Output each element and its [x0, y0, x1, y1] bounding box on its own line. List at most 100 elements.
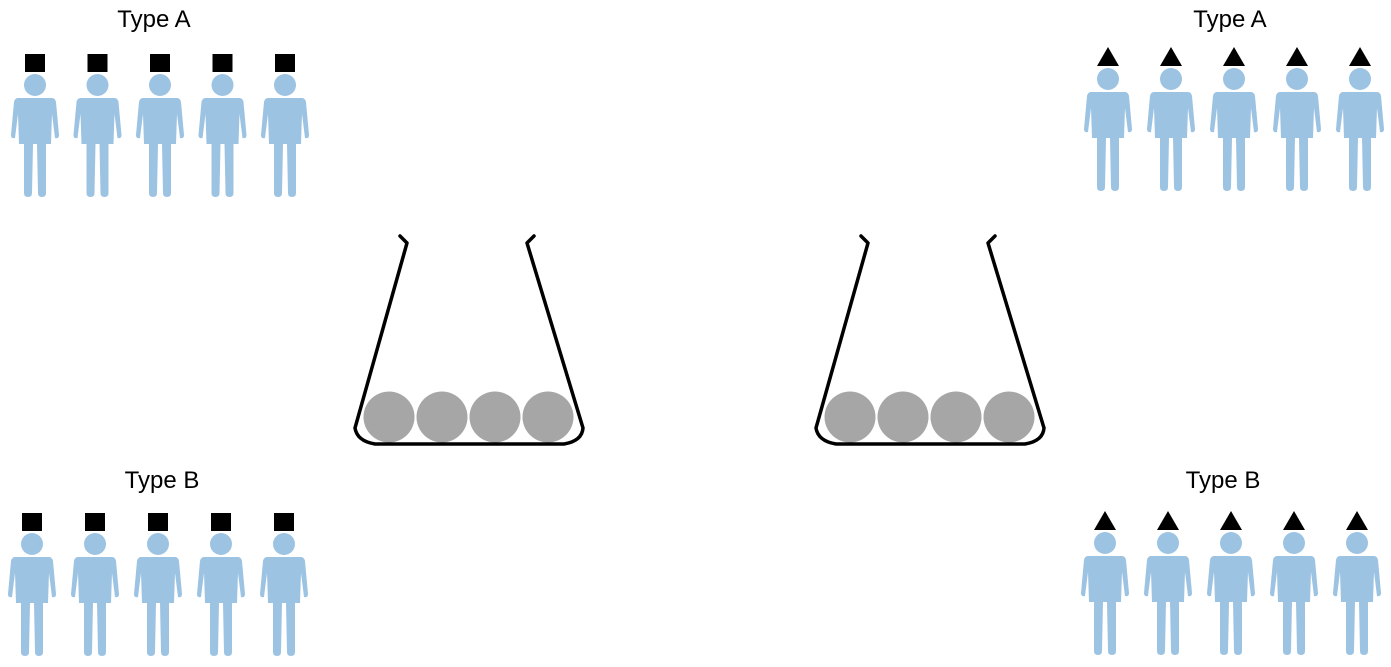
- person-head: [211, 74, 234, 96]
- person-figure: [260, 513, 308, 656]
- person-body: [136, 98, 184, 197]
- triangle-marker: [1160, 47, 1182, 66]
- triangle-marker: [1223, 47, 1245, 66]
- person-figure: [134, 513, 182, 656]
- person-body: [134, 557, 182, 656]
- square-marker: [150, 54, 170, 72]
- person-figure: [73, 54, 122, 197]
- person-figure: [1336, 47, 1384, 191]
- person-body: [198, 98, 247, 197]
- group-type-a-square: [11, 54, 309, 197]
- people-layer: [8, 47, 1384, 656]
- person-body: [1333, 556, 1381, 655]
- group-type-a-triangle: [1084, 47, 1384, 191]
- person-head: [1286, 68, 1308, 90]
- ball: [363, 391, 415, 443]
- person-head: [274, 74, 296, 96]
- square-marker: [275, 54, 295, 72]
- square-marker: [148, 513, 168, 531]
- person-figure: [1147, 47, 1195, 191]
- ball: [824, 391, 876, 443]
- beaker-left: [353, 234, 585, 446]
- person-body: [197, 557, 245, 656]
- group-label-top-left: Type A: [117, 6, 191, 33]
- beaker-layer: [353, 234, 1046, 446]
- person-body: [11, 98, 59, 197]
- group-type-b-triangle: [1081, 511, 1381, 655]
- person-body: [1147, 92, 1195, 191]
- person-head: [273, 533, 295, 555]
- triangle-marker: [1346, 511, 1368, 530]
- triangle-marker: [1286, 47, 1308, 66]
- ball: [522, 391, 574, 443]
- person-head: [1094, 532, 1116, 554]
- person-body: [1270, 556, 1318, 655]
- person-figure: [1210, 47, 1258, 191]
- ball: [930, 391, 982, 443]
- beaker-right: [814, 234, 1046, 446]
- person-head: [24, 74, 46, 96]
- person-figure: [1081, 511, 1129, 655]
- square-marker: [25, 54, 45, 72]
- person-head: [1220, 532, 1242, 554]
- person-head: [1097, 68, 1119, 90]
- person-body: [8, 557, 56, 656]
- group-label-bottom-right: Type B: [1185, 467, 1261, 494]
- person-head: [21, 533, 43, 555]
- person-body: [1084, 92, 1132, 191]
- person-body: [1210, 92, 1258, 191]
- person-body: [1144, 556, 1192, 655]
- person-figure: [197, 513, 245, 656]
- square-marker: [274, 513, 294, 531]
- group-label-bottom-left: Type B: [124, 467, 200, 494]
- ball: [877, 391, 929, 443]
- person-figure: [11, 54, 59, 197]
- person-head: [149, 74, 171, 96]
- group-label-top-right: Type A: [1193, 6, 1267, 33]
- ball: [469, 391, 521, 443]
- person-body: [260, 557, 308, 656]
- square-marker: [87, 54, 108, 72]
- person-head: [210, 533, 232, 555]
- person-body: [1081, 556, 1129, 655]
- person-head: [86, 74, 109, 96]
- person-head: [1283, 532, 1305, 554]
- person-head: [1223, 68, 1245, 90]
- ball: [416, 391, 468, 443]
- person-figure: [1333, 511, 1381, 655]
- person-body: [261, 98, 309, 197]
- person-figure: [1084, 47, 1132, 191]
- person-body: [73, 98, 122, 197]
- person-figure: [1270, 511, 1318, 655]
- group-type-b-square: [8, 513, 308, 656]
- person-head: [147, 533, 169, 555]
- beaker-outline: [814, 234, 1046, 446]
- triangle-marker: [1220, 511, 1242, 530]
- person-body: [1273, 92, 1321, 191]
- triangle-marker: [1097, 47, 1119, 66]
- person-figure: [71, 513, 119, 656]
- square-marker: [22, 513, 42, 531]
- person-head: [1349, 68, 1371, 90]
- person-body: [71, 557, 119, 656]
- triangle-marker: [1157, 511, 1179, 530]
- person-figure: [198, 54, 247, 197]
- person-figure: [1207, 511, 1255, 655]
- person-head: [1346, 532, 1368, 554]
- beaker-outline: [353, 234, 585, 446]
- person-body: [1336, 92, 1384, 191]
- person-head: [84, 533, 106, 555]
- person-figure: [136, 54, 184, 197]
- person-head: [1157, 532, 1179, 554]
- person-figure: [8, 513, 56, 656]
- person-figure: [261, 54, 309, 197]
- person-figure: [1273, 47, 1321, 191]
- triangle-marker: [1094, 511, 1116, 530]
- person-body: [1207, 556, 1255, 655]
- square-marker: [212, 54, 233, 72]
- person-figure: [1144, 511, 1192, 655]
- person-head: [1160, 68, 1182, 90]
- ball: [983, 391, 1035, 443]
- square-marker: [211, 513, 231, 531]
